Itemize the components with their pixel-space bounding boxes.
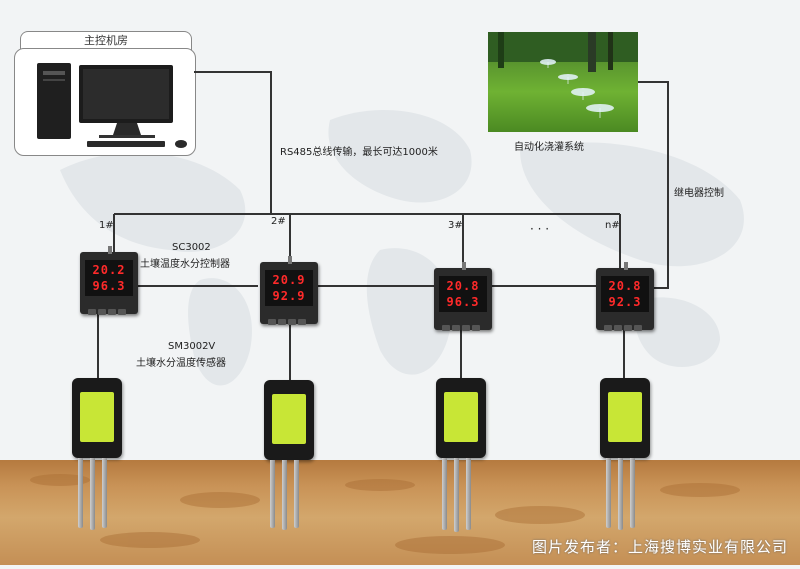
display-bottom: 96.3 (446, 295, 480, 309)
sensor-label-tag (272, 394, 306, 444)
controller-node-n: 20.8 92.3 (596, 262, 654, 331)
probe (630, 458, 635, 528)
display-bottom: 92.3 (608, 295, 642, 309)
probe (78, 458, 83, 528)
display-bottom: 96.3 (92, 279, 126, 293)
ellipsis-label: · · · (530, 222, 550, 236)
probe (90, 458, 95, 530)
soil-ground (0, 460, 800, 565)
soil-texture (30, 474, 740, 554)
sensor-label-tag (444, 392, 478, 442)
controller-node-2: 20.9 92.9 (260, 256, 318, 325)
bus-label: RS485总线传输，最长可达1000米 (280, 147, 438, 158)
sensor-node-2 (264, 380, 314, 460)
probe (606, 458, 611, 528)
sensor-model: SM3002V (168, 341, 216, 352)
sensor-name: 土壤水分温度传感器 (136, 358, 226, 369)
controller-buttons (442, 316, 484, 331)
display-top: 20.8 (446, 279, 480, 293)
node-id-2: 2# (271, 216, 286, 227)
sensor-node-1 (72, 378, 122, 458)
display-bottom: 92.9 (272, 289, 306, 303)
watermark: 图片发布者：上海搜博实业有限公司 (531, 538, 788, 556)
probe (102, 458, 107, 528)
controller-model: SC3002 (172, 242, 211, 253)
display-top: 20.9 (272, 273, 306, 287)
display-top: 20.8 (608, 279, 642, 293)
control-room-box (14, 48, 196, 156)
sensor-label-tag (608, 392, 642, 442)
probe (442, 458, 447, 530)
sensor-node-n (600, 378, 650, 458)
controller-name: 土壤温度水分控制器 (140, 259, 230, 270)
display-top: 20.2 (92, 263, 126, 277)
irrigation-caption: 自动化浇灌系统 (514, 142, 584, 153)
sensor-node-3 (436, 378, 486, 458)
controller-node-1: 20.2 96.3 (80, 246, 138, 315)
control-room-title: 主控机房 (20, 31, 192, 50)
controller-buttons (88, 300, 130, 315)
probe (282, 460, 287, 530)
node-id-n: n# (605, 220, 620, 231)
probe (466, 458, 471, 530)
probe (454, 458, 459, 532)
probe (294, 460, 299, 528)
sensor-label-tag (80, 392, 114, 442)
controller-buttons (604, 316, 646, 331)
node-id-1: 1# (99, 220, 114, 231)
probe (618, 458, 623, 530)
irrigation-photo (488, 32, 638, 132)
controller-node-3: 20.8 96.3 (434, 262, 492, 331)
sprinkler-scene (488, 32, 638, 118)
controller-buttons (268, 310, 310, 325)
relay-label: 继电器控制 (674, 188, 724, 199)
computer-icon (37, 63, 187, 148)
probe (270, 460, 275, 528)
node-id-3: 3# (448, 220, 463, 231)
